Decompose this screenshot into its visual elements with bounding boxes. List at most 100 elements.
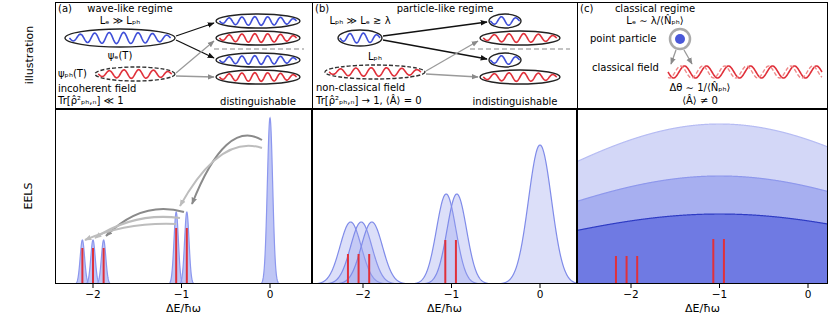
- eels-plot: [312, 145, 577, 284]
- panel-text: (c): [580, 3, 593, 14]
- spectrum-peak: [577, 214, 828, 284]
- row-label: illustration: [24, 26, 36, 85]
- spectrum-peak: [55, 240, 312, 284]
- spectrum-peak: [312, 194, 577, 284]
- axis-tick: [631, 284, 632, 288]
- panel-text: Δθ ∼ 1/⟨N̂ₚₕ⟩: [669, 82, 730, 93]
- spectrum-peak: [55, 118, 312, 284]
- arrow: [383, 40, 487, 59]
- regime-panel: (b)particle-like regimeLₚₕ ≫ Lₑ ≳ λLₚₕno…: [312, 2, 578, 110]
- axis-label: ΔE/ħω: [427, 303, 462, 315]
- panel-text: classical field: [592, 62, 659, 73]
- panel-text: ⟨Â⟩ ≠ 0: [682, 95, 718, 106]
- stick-line: [103, 248, 105, 284]
- outcome-wavepacket: [489, 53, 521, 67]
- axis-label: −1: [444, 289, 459, 301]
- axis-label: 0: [805, 289, 812, 301]
- separator-line: [470, 48, 570, 49]
- panel-text: incoherent field: [58, 83, 136, 94]
- wave-packet: [98, 70, 172, 79]
- spectrum-peak: [55, 240, 312, 284]
- panel-text: indistinguishable: [473, 96, 558, 107]
- stick-line: [615, 256, 617, 284]
- panel-text: Tr[ρ̂²ₚₕ,ₙ] → 1, ⟨Â⟩ = 0: [316, 95, 422, 106]
- wave-packet: [490, 56, 519, 64]
- axis-label: 0: [537, 289, 544, 301]
- arrow: [176, 23, 214, 36]
- row-label: EELS: [24, 182, 36, 209]
- wave-packet: [219, 34, 296, 43]
- arrow: [671, 50, 676, 64]
- outcome-wavepacket: [480, 31, 560, 45]
- regime-panel: (c)classical regimeLₑ ∼ λ/⟨N̂ₚₕ⟩point pa…: [577, 2, 828, 110]
- electron-wavepacket: [338, 30, 382, 46]
- panel-text: wave-like regime: [87, 3, 172, 14]
- axis-label: ΔE/ħω: [166, 303, 201, 315]
- spectrum-peak: [577, 124, 828, 284]
- axis-tick: [93, 284, 94, 288]
- axis-tick: [808, 284, 809, 288]
- wave-packet: [219, 73, 296, 82]
- photon-wavepacket: [325, 65, 425, 79]
- axis-label: 0: [267, 289, 274, 301]
- axis-label: −1: [712, 289, 727, 301]
- outcome-wavepacket: [216, 14, 300, 28]
- spectrum-peak: [577, 176, 828, 284]
- panel-text: Lₚₕ ≫ Lₑ ≳ λ: [329, 15, 390, 26]
- stick-line: [358, 254, 360, 284]
- stick-line: [92, 248, 94, 284]
- panel-text: distinguishable: [220, 96, 296, 107]
- spectrum-peak: [312, 222, 577, 284]
- arrow: [426, 74, 478, 77]
- outcome-wavepacket: [216, 70, 300, 84]
- panel-text: non-classical field: [316, 82, 405, 93]
- wave-packet: [483, 34, 557, 43]
- stick-line: [347, 254, 349, 284]
- panel-text: point particle: [590, 33, 656, 44]
- axis-label: −2: [85, 289, 100, 301]
- transition-arrow: [180, 146, 262, 206]
- axis-label: −2: [355, 289, 370, 301]
- outcome-wavepacket: [216, 53, 300, 67]
- stick-line: [626, 256, 628, 284]
- panel-text: ψₑ(T): [108, 50, 133, 61]
- spectrum-peak: [55, 212, 312, 284]
- spectrum-peak: [55, 240, 312, 284]
- arrow: [176, 40, 214, 58]
- stick-line: [636, 256, 638, 284]
- arrow: [426, 41, 478, 71]
- stick-line: [712, 239, 714, 284]
- panel-text: Lₚₕ: [368, 51, 382, 62]
- particle-ring: [670, 29, 690, 49]
- wave-packet: [69, 32, 170, 43]
- panel-text: Lₑ ≫ Lₚₕ: [100, 15, 140, 26]
- arrow: [176, 41, 214, 73]
- wave-packet: [483, 73, 557, 82]
- illustration-group: [65, 14, 822, 84]
- transition-arrow: [106, 209, 184, 236]
- axis-label: ΔE/ħω: [685, 303, 720, 315]
- stick-line: [723, 239, 725, 284]
- plot-frame: [313, 109, 577, 284]
- panel-text: ψₚₕ(T): [58, 68, 87, 79]
- point-particle: [675, 34, 685, 44]
- photon-wavepacket: [95, 67, 175, 81]
- axis-tick: [540, 284, 541, 288]
- eels-plot: [577, 124, 828, 284]
- wave-packet: [219, 56, 296, 65]
- electron-wavepacket: [65, 29, 175, 47]
- transition-arrow: [85, 224, 176, 240]
- classical-wave: [668, 66, 822, 78]
- axis-label: −1: [174, 289, 189, 301]
- wave-packet: [219, 17, 296, 26]
- axis-tick: [451, 284, 452, 288]
- outcome-wavepacket: [489, 14, 521, 28]
- axis-tick: [270, 284, 271, 288]
- arrow: [383, 22, 487, 36]
- stick-line: [368, 254, 370, 284]
- stick-line: [444, 240, 446, 284]
- plot-frame: [578, 109, 828, 284]
- spectrum-peak: [312, 222, 577, 284]
